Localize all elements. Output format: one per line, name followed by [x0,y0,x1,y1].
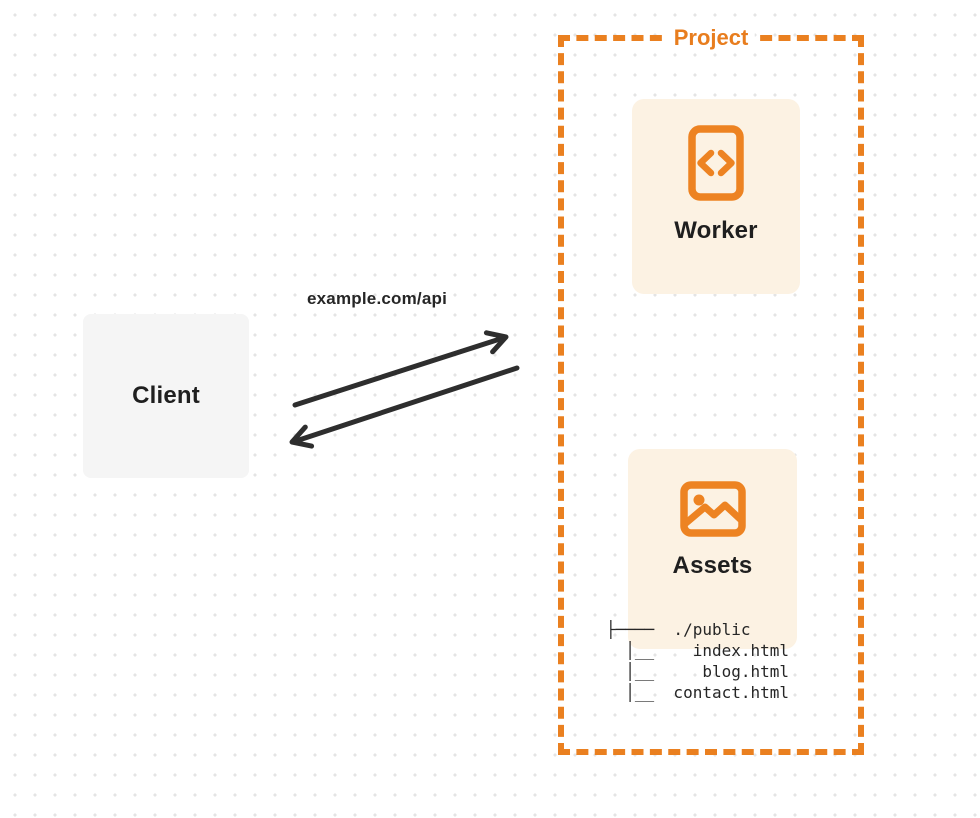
worker-label: Worker [674,217,758,244]
response-arrow [289,365,520,449]
project-label: Project [667,25,755,51]
file-tree-item-blog: │__ blog.html [606,662,790,681]
file-tree-item-index: │__ index.html [606,641,790,660]
assets-node: Assets [628,449,797,649]
worker-node: Worker [632,99,800,294]
request-url-label: example.com/api [307,289,448,308]
file-tree-item-contact: │__ contact.html [606,683,790,702]
request-arrow [292,330,509,408]
file-tree-root: ├──── ./public [606,620,751,639]
assets-label: Assets [672,552,753,579]
assets-file-tree: ├──── ./public │__ index.html │__ blog.h… [606,619,789,703]
client-node: Client [83,314,249,478]
image-icon [679,481,746,537]
project-boundary: Project Worker Assets ├──── ./public │__… [558,25,864,755]
client-label: Client [132,382,200,409]
code-document-icon [688,125,744,201]
